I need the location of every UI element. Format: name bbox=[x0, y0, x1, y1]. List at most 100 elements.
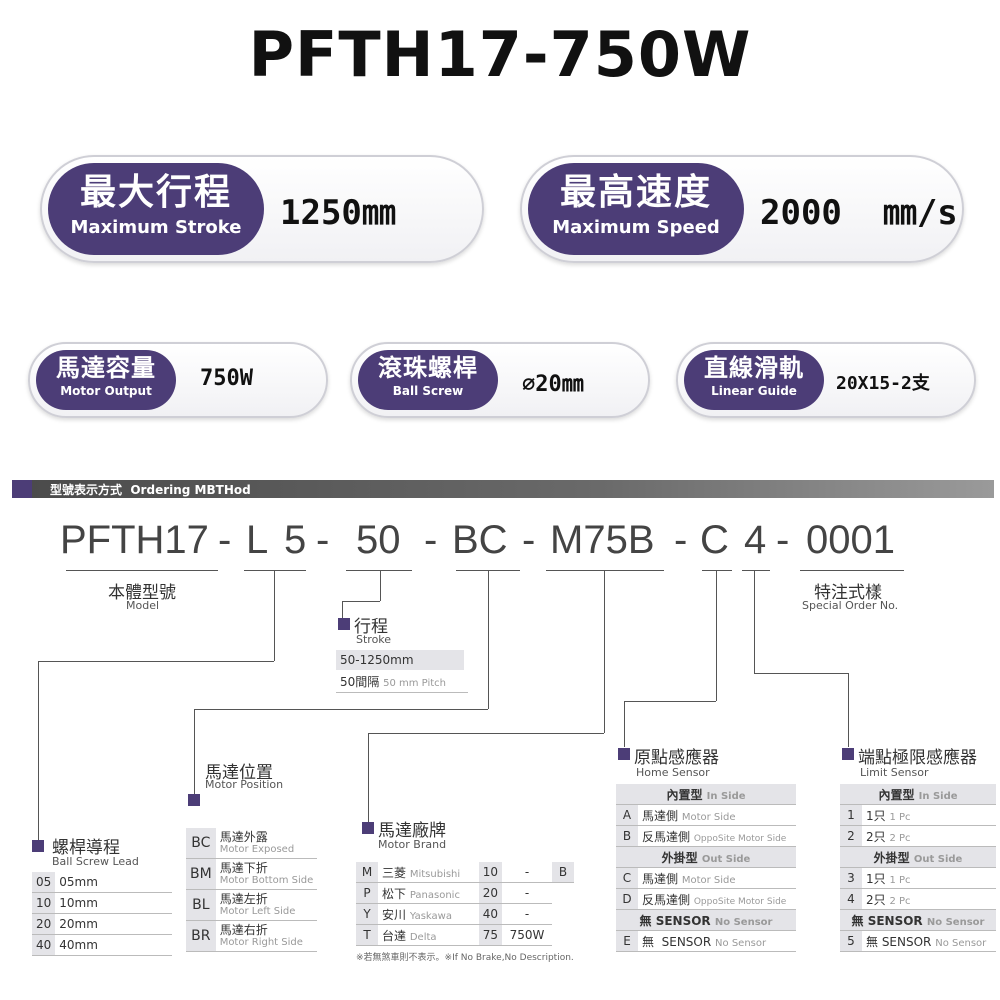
home-sensor-label-en: Home Sensor bbox=[636, 766, 710, 779]
home-code: D bbox=[616, 888, 638, 910]
stroke-label-zh: 行程 bbox=[354, 617, 388, 637]
table-header-row: 外掛型 Out Side bbox=[616, 846, 796, 868]
brand-en: Yaskawa bbox=[409, 910, 452, 922]
special-label-zh: 特注式樣 bbox=[814, 583, 882, 603]
section-marker bbox=[362, 822, 374, 834]
motor-position-en: Motor Left Side bbox=[219, 905, 296, 917]
limit-code: 5 bbox=[840, 930, 862, 952]
limit-en: No Sensor bbox=[935, 937, 987, 949]
spec-value: 750W bbox=[200, 366, 253, 391]
limit-none-en: No Sensor bbox=[926, 916, 985, 928]
brand-zh: 安川 bbox=[382, 907, 407, 922]
underline bbox=[346, 570, 412, 571]
home-inside-en: In Side bbox=[706, 790, 746, 802]
code-separator: - bbox=[674, 518, 688, 562]
power-value: - bbox=[501, 882, 552, 904]
spec-max-speed: 最高速度 Maximum Speed 2000 ㎜/s bbox=[520, 155, 964, 263]
underline bbox=[456, 570, 520, 571]
spec-value: 20X15-2支 bbox=[836, 373, 930, 394]
motor-position-label-zh: 馬達位置 bbox=[205, 763, 273, 783]
code-separator: - bbox=[316, 518, 330, 562]
limit-sensor-label-zh: 端點極限感應器 bbox=[858, 748, 977, 768]
limit-en: 2 Pc bbox=[889, 895, 911, 907]
motor-brand-label-zh: 馬達廠牌 bbox=[378, 821, 446, 841]
model-label-zh: 本體型號 bbox=[108, 583, 176, 603]
motor-brand-label-en: Motor Brand bbox=[378, 838, 447, 851]
leader-line bbox=[754, 673, 848, 674]
limit-inside-zh: 內置型 bbox=[878, 787, 915, 802]
leader-line bbox=[604, 571, 605, 733]
limit-code: 3 bbox=[840, 867, 862, 889]
home-en: Motor Side bbox=[681, 811, 736, 823]
stroke-pitch-row: 50間隔 50 mm Pitch bbox=[336, 672, 468, 693]
spec-ball-screw: 滾珠螺桿 Ball Screw ⌀20㎜ bbox=[350, 342, 650, 418]
limit-en: 1 Pc bbox=[889, 811, 911, 823]
section-header-bar: 型號表示方式 Ordering MBTHod bbox=[12, 480, 994, 498]
spec-label-en: Ball Screw bbox=[392, 384, 464, 398]
code-part-lead: 5 bbox=[284, 518, 307, 562]
limit-en: 1 Pc bbox=[889, 874, 911, 886]
leader-line bbox=[342, 601, 343, 619]
underline bbox=[244, 570, 306, 571]
lead-label-zh: 螺桿導程 bbox=[52, 838, 120, 858]
leader-line bbox=[848, 673, 849, 747]
limit-none-zh: 無 SENSOR bbox=[851, 913, 923, 928]
spec-badge: 馬達容量 Motor Output bbox=[36, 350, 176, 410]
table-header-row: 內置型 In Side bbox=[840, 784, 996, 805]
home-outside-en: Out Side bbox=[701, 853, 751, 865]
lead-code: 20 bbox=[32, 913, 56, 935]
motor-position-code: BC bbox=[186, 828, 216, 859]
stroke-range: 50-1250mm bbox=[340, 653, 414, 667]
home-en: Motor Side bbox=[681, 874, 736, 886]
leader-line bbox=[194, 709, 195, 795]
home-zh: 馬達側 bbox=[642, 871, 679, 886]
code-part-lead-type: L bbox=[246, 518, 269, 562]
limit-zh: 2只 bbox=[866, 829, 886, 844]
leader-line bbox=[274, 571, 275, 661]
limit-outside-zh: 外掛型 bbox=[873, 850, 910, 865]
power-code: 10 bbox=[478, 862, 502, 883]
motor-position-zh: 馬達右折 bbox=[219, 922, 268, 937]
spec-label-zh: 馬達容量 bbox=[56, 354, 156, 382]
lead-code: 10 bbox=[32, 892, 56, 914]
spec-badge: 最大行程 Maximum Stroke bbox=[48, 163, 264, 255]
code-part-model: PFTH17 bbox=[60, 518, 209, 562]
spec-label-zh: 滾珠螺桿 bbox=[378, 354, 478, 382]
power-value: 750W bbox=[501, 924, 552, 946]
lead-value: 10mm bbox=[55, 892, 172, 914]
lead-value: 40mm bbox=[55, 934, 172, 956]
spec-label-en: Linear Guide bbox=[711, 384, 797, 398]
brake-note-en: ※If No Brake,No Description. bbox=[444, 953, 574, 963]
leader-line bbox=[368, 733, 604, 734]
power-value: - bbox=[501, 903, 552, 925]
motor-position-code: BM bbox=[186, 858, 216, 890]
brand-code: Y bbox=[356, 903, 378, 925]
home-inside-zh: 內置型 bbox=[666, 787, 703, 802]
code-part-special: 0001 bbox=[806, 518, 895, 562]
limit-code: 1 bbox=[840, 804, 862, 826]
home-en: OppoSite Motor Side bbox=[693, 833, 787, 844]
power-code: 75 bbox=[478, 924, 502, 946]
spec-linear-guide: 直線滑軌 Linear Guide 20X15-2支 bbox=[676, 342, 976, 418]
spec-value: ⌀20㎜ bbox=[522, 372, 584, 397]
power-code: 40 bbox=[478, 903, 502, 925]
motor-position-code: BL bbox=[186, 889, 216, 921]
lead-label-en: Ball Screw Lead bbox=[52, 855, 139, 868]
home-zh: 無 SENSOR bbox=[642, 934, 712, 949]
brand-code: M bbox=[356, 862, 378, 883]
leader-line bbox=[754, 571, 755, 673]
section-header-text: 型號表示方式 Ordering MBTHod bbox=[50, 483, 251, 497]
home-zh: 馬達側 bbox=[642, 808, 679, 823]
